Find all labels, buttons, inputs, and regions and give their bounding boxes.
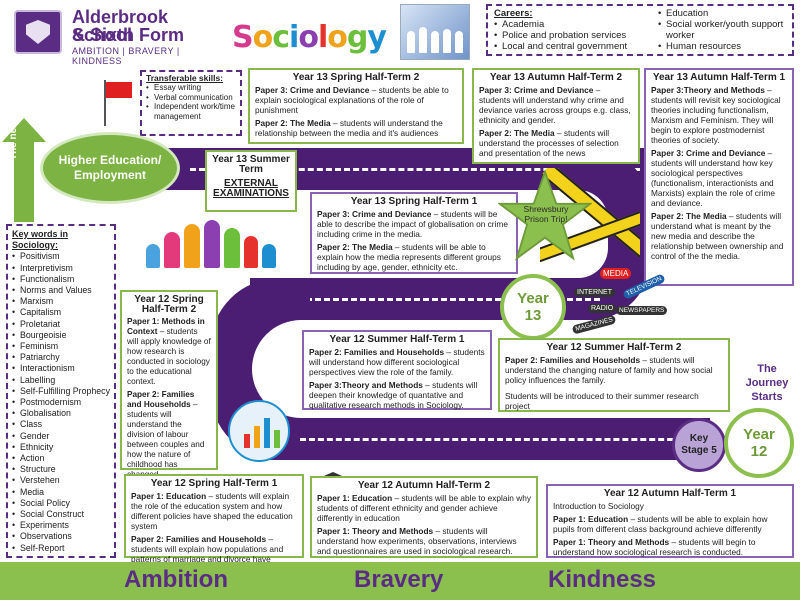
year13-summer-title: Year 13 Summer Term xyxy=(212,154,290,175)
skill-item: Verbal communication xyxy=(146,93,236,103)
key-word-item: Ethnicity xyxy=(12,442,110,453)
key-word-item: Social Construct xyxy=(12,509,110,520)
career-item: Local and central government xyxy=(494,41,644,52)
box-title: Year 13 Spring Half-Term 2 xyxy=(292,72,420,83)
star-badge-icon xyxy=(498,170,592,261)
next-step-label: The next step xyxy=(8,95,19,160)
school-motto: AMBITION | BRAVERY | KINDNESS xyxy=(72,46,180,66)
career-item: Social worker/youth support worker xyxy=(658,19,792,41)
skill-item: Independent work/time management xyxy=(146,102,236,121)
key-word-item: Postmodernism xyxy=(12,397,110,408)
key-word-item: Feminism xyxy=(12,341,110,352)
key-word-item: Marxism xyxy=(12,296,110,307)
road-top-lines xyxy=(190,168,640,171)
box-title: Year 12 Summer Half-Term 2 xyxy=(546,342,682,353)
value-kindness: Kindness xyxy=(548,566,657,593)
school-name: Alderbrook School xyxy=(72,7,169,45)
box-title: Year 12 Spring Half-Term 1 xyxy=(150,478,278,489)
value-bravery: Bravery xyxy=(354,566,444,593)
key-word-item: Norms and Values xyxy=(12,285,110,296)
career-item: Human resources xyxy=(658,41,792,52)
key-word-item: Globalisation xyxy=(12,408,110,419)
key-word-item: Media xyxy=(12,487,110,498)
key-stage-badge: Key Stage 5 xyxy=(672,418,726,472)
key-word-item: Action xyxy=(12,453,110,464)
careers-title: Careers: xyxy=(494,8,533,19)
key-word-item: Capitalism xyxy=(12,307,110,318)
year13-spring-ht1-box: Year 13 Spring Half-Term 1 Paper 3: Crim… xyxy=(310,192,518,274)
year12-badge: Year 12 xyxy=(724,408,794,478)
key-word-item: Social Policy xyxy=(12,498,110,509)
year13-spring-ht2-box: Year 13 Spring Half-Term 2 Paper 3: Crim… xyxy=(248,68,464,144)
school-logo: Alderbrook School & Sixth Form AMBITION … xyxy=(8,6,213,66)
career-item: Police and probation services xyxy=(494,30,644,41)
year12-summer-ht1-box: Year 12 Summer Half-Term 1 Paper 2: Fami… xyxy=(302,330,492,410)
values-bar xyxy=(0,562,800,600)
sociology-logo: Sociology xyxy=(228,8,387,58)
key-word-item: Interactionism xyxy=(12,363,110,374)
journey-starts-label: The Journey Starts xyxy=(745,363,789,403)
year13-summer-box: Year 13 Summer Term EXTERNAL EXAMINATION… xyxy=(205,150,297,212)
careers-box: Careers: Academia Police and probation s… xyxy=(486,4,794,56)
key-word-item: Experiments xyxy=(12,520,110,531)
box-title: Year 12 Autumn Half-Term 2 xyxy=(357,480,491,491)
next-step-arrow-icon xyxy=(2,118,46,222)
key-words-list: PositivismInterpretivismFunctionalismNor… xyxy=(12,251,110,554)
children-illustration xyxy=(142,214,292,272)
school-sixth-form: & Sixth Form xyxy=(72,25,185,45)
sociology-logo-word: Sociology xyxy=(232,20,387,55)
transferable-title: Transferable skills: xyxy=(146,73,224,83)
key-words-title: Key words in Sociology: xyxy=(12,229,69,251)
key-word-item: Proletariat xyxy=(12,319,110,330)
year12-autumn-ht1-box: Year 12 Autumn Half-Term 1 Introduction … xyxy=(546,484,794,558)
prison-trip-label: Shrewsbury Prison Trip! xyxy=(523,204,569,224)
year12-autumn-ht2-box: Year 12 Autumn Half-Term 2 Paper 1: Educ… xyxy=(310,476,538,558)
key-word-item: Self-Report xyxy=(12,543,110,554)
chart-illustration-icon xyxy=(228,400,290,462)
key-word-item: Functionalism xyxy=(12,274,110,285)
box-title: Year 12 Spring Half-Term 2 xyxy=(134,294,204,315)
key-word-item: Structure xyxy=(12,464,110,475)
box-title: Year 12 Summer Half-Term 1 xyxy=(329,334,465,345)
career-item: Academia xyxy=(494,19,644,30)
value-ambition: Ambition xyxy=(124,566,228,593)
key-word-item: Observations xyxy=(12,531,110,542)
year13-autumn-ht1-box: Year 13 Autumn Half-Term 1 Paper 3:Theor… xyxy=(644,68,794,286)
career-item: Education xyxy=(658,8,792,19)
key-word-item: Labelling xyxy=(12,375,110,386)
year13-autumn-ht2-box: Year 13 Autumn Half-Term 2 Paper 3: Crim… xyxy=(472,68,640,164)
external-exams-label: EXTERNAL EXAMINATIONS xyxy=(213,178,289,199)
road-middle-lines xyxy=(270,298,600,301)
crest-icon xyxy=(14,10,62,54)
key-word-item: Patriarchy xyxy=(12,352,110,363)
key-word-item: Verstehen xyxy=(12,475,110,486)
skill-item: Essay writing xyxy=(146,83,236,93)
box-title: Year 13 Spring Half-Term 1 xyxy=(350,196,478,207)
key-words-box: Key words in Sociology: PositivismInterp… xyxy=(6,224,116,558)
key-word-item: Bourgeoisie xyxy=(12,330,110,341)
key-word-item: Positivism xyxy=(12,251,110,262)
year12-summer-ht2-box: Year 12 Summer Half-Term 2 Paper 2: Fami… xyxy=(498,338,730,412)
box-title: Year 13 Autumn Half-Term 1 xyxy=(652,72,786,83)
road-bottom-lines xyxy=(300,438,700,441)
key-word-item: Interpretivism xyxy=(12,263,110,274)
year12-spring-ht2-box: Year 12 Spring Half-Term 2 Paper 1: Meth… xyxy=(120,290,218,479)
media-cluster: INTERNET MEDIA TELEVISION RADIO NEWSPAPE… xyxy=(571,266,676,336)
key-word-item: Self-Fulfilling Prophecy xyxy=(12,386,110,397)
box-title: Year 12 Autumn Half-Term 1 xyxy=(603,488,737,499)
key-word-item: Gender xyxy=(12,431,110,442)
key-word-item: Class xyxy=(12,419,110,430)
higher-education-badge: Higher Education/ Employment xyxy=(40,132,180,204)
year13-badge: Year 13 xyxy=(500,274,566,340)
transferable-skills-box: Transferable skills: Essay writing Verba… xyxy=(140,70,242,136)
flag-icon xyxy=(102,80,138,130)
people-image xyxy=(400,4,470,60)
year12-spring-ht1-box: Year 12 Spring Half-Term 1 Paper 1: Educ… xyxy=(124,474,304,574)
box-title: Year 13 Autumn Half-Term 2 xyxy=(489,72,623,83)
